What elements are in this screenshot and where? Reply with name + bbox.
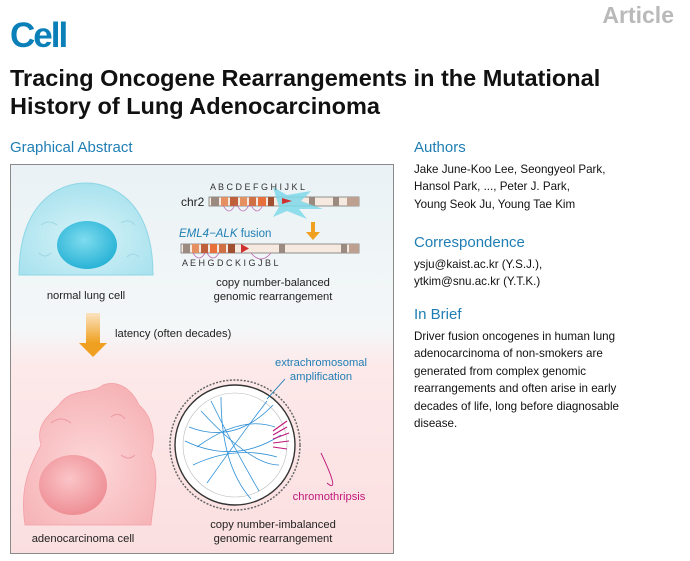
imbalanced-label-line2: genomic rearrangement: [214, 533, 334, 545]
chromosome-top: [208, 187, 360, 219]
authors-list: Jake June-Koo Lee, Seongyeol Park, Hanso…: [414, 161, 684, 213]
in-brief-line: rearrangements and often arise in early: [414, 382, 617, 396]
latency-arrow-icon: [79, 313, 107, 357]
adenocarcinoma-cell-icon: [23, 383, 157, 526]
in-brief-line: Driver fusion oncogenes in human lung: [414, 330, 616, 343]
extrachromosomal-pointer: [266, 378, 286, 400]
chr-label: chr2: [181, 195, 205, 209]
authors-heading: Authors: [414, 139, 466, 156]
extrachromosomal-label-line2: amplification: [290, 371, 352, 383]
in-brief-line: generated from complex genomic: [414, 364, 587, 378]
paper-title: Tracing Oncogene Rearrangements in the M…: [10, 65, 601, 119]
journal-logo: Cell: [10, 16, 68, 55]
authors-line: Hansol Park, ..., Peter J. Park,: [414, 180, 570, 194]
fusion-label: EML4−ALK fusion: [179, 228, 271, 240]
in-brief-line: adenocarcinoma of non-smokers are: [414, 347, 603, 361]
chr-letters-bottom: A E H G D C K I G J B L: [182, 258, 279, 268]
in-brief-line: decades of life, long before diagnosable: [414, 399, 619, 413]
chromothripsis-label: chromothripsis: [293, 491, 366, 503]
in-brief-line: disease.: [414, 417, 458, 431]
email-link[interactable]: ytkim@snu.ac.kr (Y.T.K.): [414, 275, 541, 289]
graphical-abstract-figure: chr2 A B C D E F G H I J K L EML4−ALK fu…: [10, 164, 394, 554]
balanced-label-line1: copy number-balanced: [216, 277, 330, 289]
graphical-abstract-heading: Graphical Abstract: [10, 139, 133, 156]
email-link[interactable]: ysju@kaist.ac.kr (Y.S.J.),: [414, 258, 543, 271]
chromosome-bottom: [180, 243, 360, 260]
chromothripsis-pointer: [320, 452, 334, 487]
chr-letters-top: A B C D E F G H I J K L: [210, 182, 305, 192]
latency-label: latency (often decades): [115, 328, 232, 340]
graphical-abstract-svg: chr2 A B C D E F G H I J K L EML4−ALK fu…: [11, 165, 393, 553]
normal-cell-label: normal lung cell: [47, 290, 125, 302]
extrachromosomal-label-line1: extrachromosomal: [275, 357, 367, 369]
normal-lung-cell-icon: [18, 182, 154, 276]
authors-line: Young Seok Ju, Young Tae Kim: [414, 197, 576, 211]
authors-line: Jake June-Koo Lee, Seongyeol Park,: [414, 163, 606, 176]
arrow-down-small-icon: [306, 222, 320, 240]
in-brief-text: Driver fusion oncogenes in human lung ad…: [414, 328, 684, 432]
correspondence-heading: Correspondence: [414, 234, 525, 251]
circos-plot: [169, 379, 301, 511]
adeno-cell-label: adenocarcinoma cell: [32, 533, 135, 545]
in-brief-heading: In Brief: [414, 306, 462, 323]
correspondence-list: ysju@kaist.ac.kr (Y.S.J.), ytkim@snu.ac.…: [414, 256, 684, 291]
balanced-label-line2: genomic rearrangement: [214, 291, 334, 303]
article-type-label: Article: [602, 2, 674, 28]
imbalanced-label-line1: copy number-imbalanced: [210, 519, 336, 531]
